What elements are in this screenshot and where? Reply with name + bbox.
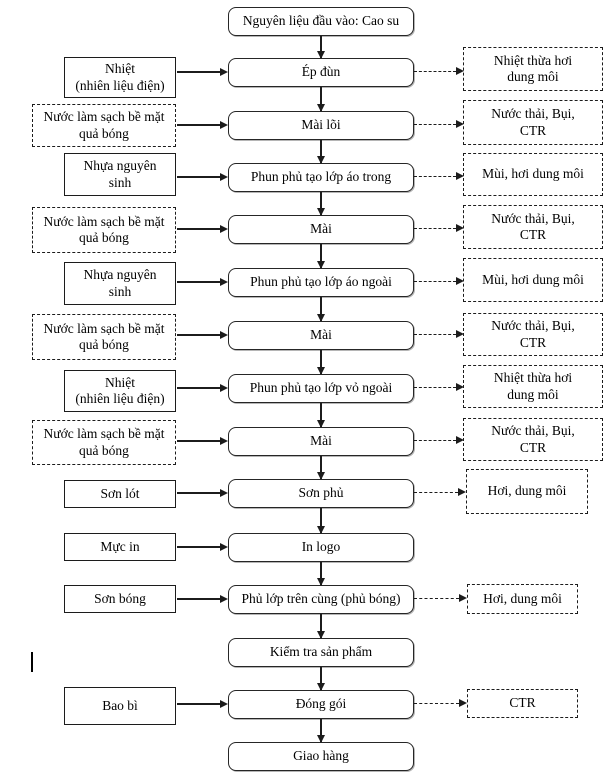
node-source: Nguyên liệu đầu vào: Cao su — [228, 7, 414, 36]
input-arrow-3 — [177, 225, 228, 233]
output-arrow-2 — [414, 172, 464, 181]
output-arrow-4 — [414, 277, 464, 286]
output-node-nuoc-thai-1: Nước thải, Bụi, CTR — [463, 100, 603, 145]
input-arrow-4 — [177, 278, 228, 286]
output-arrow-0 — [414, 67, 464, 76]
input-node-muc-in: Mực in — [64, 533, 176, 561]
output-node-hoi-dung-moi-1: Hơi, dung môi — [466, 469, 588, 514]
input-node-nuoc-lam-sach-1: Nước làm sạch bề mặt quả bóng — [32, 104, 176, 147]
node-step-phu-bong: Phủ lớp trên cùng (phủ bóng) — [228, 585, 414, 614]
input-arrow-9 — [177, 543, 228, 551]
input-arrow-5 — [177, 331, 228, 339]
flow-arrow-5 — [317, 297, 325, 322]
output-arrow-10 — [414, 699, 467, 708]
output-arrow-6 — [414, 383, 464, 392]
input-node-nhiet-1: Nhiệt (nhiên liệu điện) — [64, 57, 176, 98]
input-node-nhiet-2: Nhiệt (nhiên liệu điện) — [64, 370, 176, 412]
output-node-nhiet-thua-2: Nhiệt thừa hơi dung môi — [463, 365, 603, 408]
input-arrow-7 — [177, 437, 228, 445]
output-arrow-5 — [414, 330, 464, 339]
node-step-kiem-tra: Kiểm tra sản phẩm — [228, 638, 414, 667]
flow-arrow-12 — [317, 667, 325, 691]
flow-arrow-2 — [317, 140, 325, 164]
node-step-phun-phu-vo-ngoai: Phun phủ tạo lớp vỏ ngoài — [228, 374, 414, 403]
output-arrow-9 — [414, 594, 467, 603]
output-arrow-8 — [414, 488, 466, 497]
node-step-phun-phu-ao-trong: Phun phủ tạo lớp áo trong — [228, 163, 414, 192]
flow-arrow-9 — [317, 508, 325, 534]
stray-line-artifact — [31, 652, 33, 672]
output-node-nuoc-thai-3: Nước thải, Bụi, CTR — [463, 313, 603, 356]
flow-arrow-11 — [317, 614, 325, 639]
node-step-dong-goi: Đóng gói — [228, 690, 414, 719]
input-node-nuoc-lam-sach-3: Nước làm sạch bề mặt quả bóng — [32, 314, 176, 360]
flow-arrow-4 — [317, 244, 325, 269]
flow-arrow-7 — [317, 403, 325, 428]
input-arrow-0 — [177, 68, 228, 76]
input-arrow-8 — [177, 489, 228, 497]
output-node-ctr: CTR — [467, 689, 578, 718]
node-step-mai-loi: Mài lõi — [228, 111, 414, 140]
output-node-mui-1: Mùi, hơi dung môi — [463, 153, 603, 196]
input-arrow-6 — [177, 384, 228, 392]
node-step-ep-dun: Ép đùn — [228, 58, 414, 87]
node-step-phun-phu-ao-ngoai: Phun phủ tạo lớp áo ngoài — [228, 268, 414, 297]
node-step-in-logo: In logo — [228, 533, 414, 562]
output-node-mui-2: Mùi, hơi dung môi — [463, 258, 603, 302]
node-step-mai-2: Mài — [228, 321, 414, 350]
flow-arrow-1 — [317, 87, 325, 112]
flow-arrow-10 — [317, 562, 325, 586]
output-node-nuoc-thai-2: Nước thải, Bụi, CTR — [463, 205, 603, 249]
node-step-son-phu: Sơn phủ — [228, 479, 414, 508]
output-arrow-3 — [414, 224, 464, 233]
flow-arrow-6 — [317, 350, 325, 375]
input-node-son-lot: Sơn lót — [64, 480, 176, 508]
node-step-giao-hang: Giao hàng — [228, 742, 414, 771]
input-node-bao-bi: Bao bì — [64, 687, 176, 725]
input-arrow-1 — [177, 121, 228, 129]
input-node-nuoc-lam-sach-2: Nước làm sạch bề mặt quả bóng — [32, 207, 176, 253]
flow-arrow-0 — [317, 36, 325, 59]
input-node-nhua-nguyen-sinh-2: Nhựa nguyên sinh — [64, 262, 176, 305]
node-step-mai-1: Mài — [228, 215, 414, 244]
output-arrow-7 — [414, 436, 464, 445]
input-arrow-11 — [177, 700, 228, 708]
flow-arrow-8 — [317, 456, 325, 480]
output-node-hoi-dung-moi-2: Hơi, dung môi — [467, 584, 578, 614]
input-arrow-2 — [177, 173, 228, 181]
input-node-nhua-nguyen-sinh-1: Nhựa nguyên sinh — [64, 153, 176, 196]
input-node-son-bong: Sơn bóng — [64, 585, 176, 613]
output-node-nhiet-thua-1: Nhiệt thừa hơi dung môi — [463, 47, 603, 91]
flow-arrow-3 — [317, 192, 325, 216]
output-node-nuoc-thai-4: Nước thải, Bụi, CTR — [463, 418, 603, 461]
input-arrow-10 — [177, 595, 228, 603]
node-step-mai-3: Mài — [228, 427, 414, 456]
input-node-nuoc-lam-sach-4: Nước làm sạch bề mặt quả bóng — [32, 420, 176, 465]
output-arrow-1 — [414, 120, 464, 129]
flow-arrow-13 — [317, 719, 325, 743]
